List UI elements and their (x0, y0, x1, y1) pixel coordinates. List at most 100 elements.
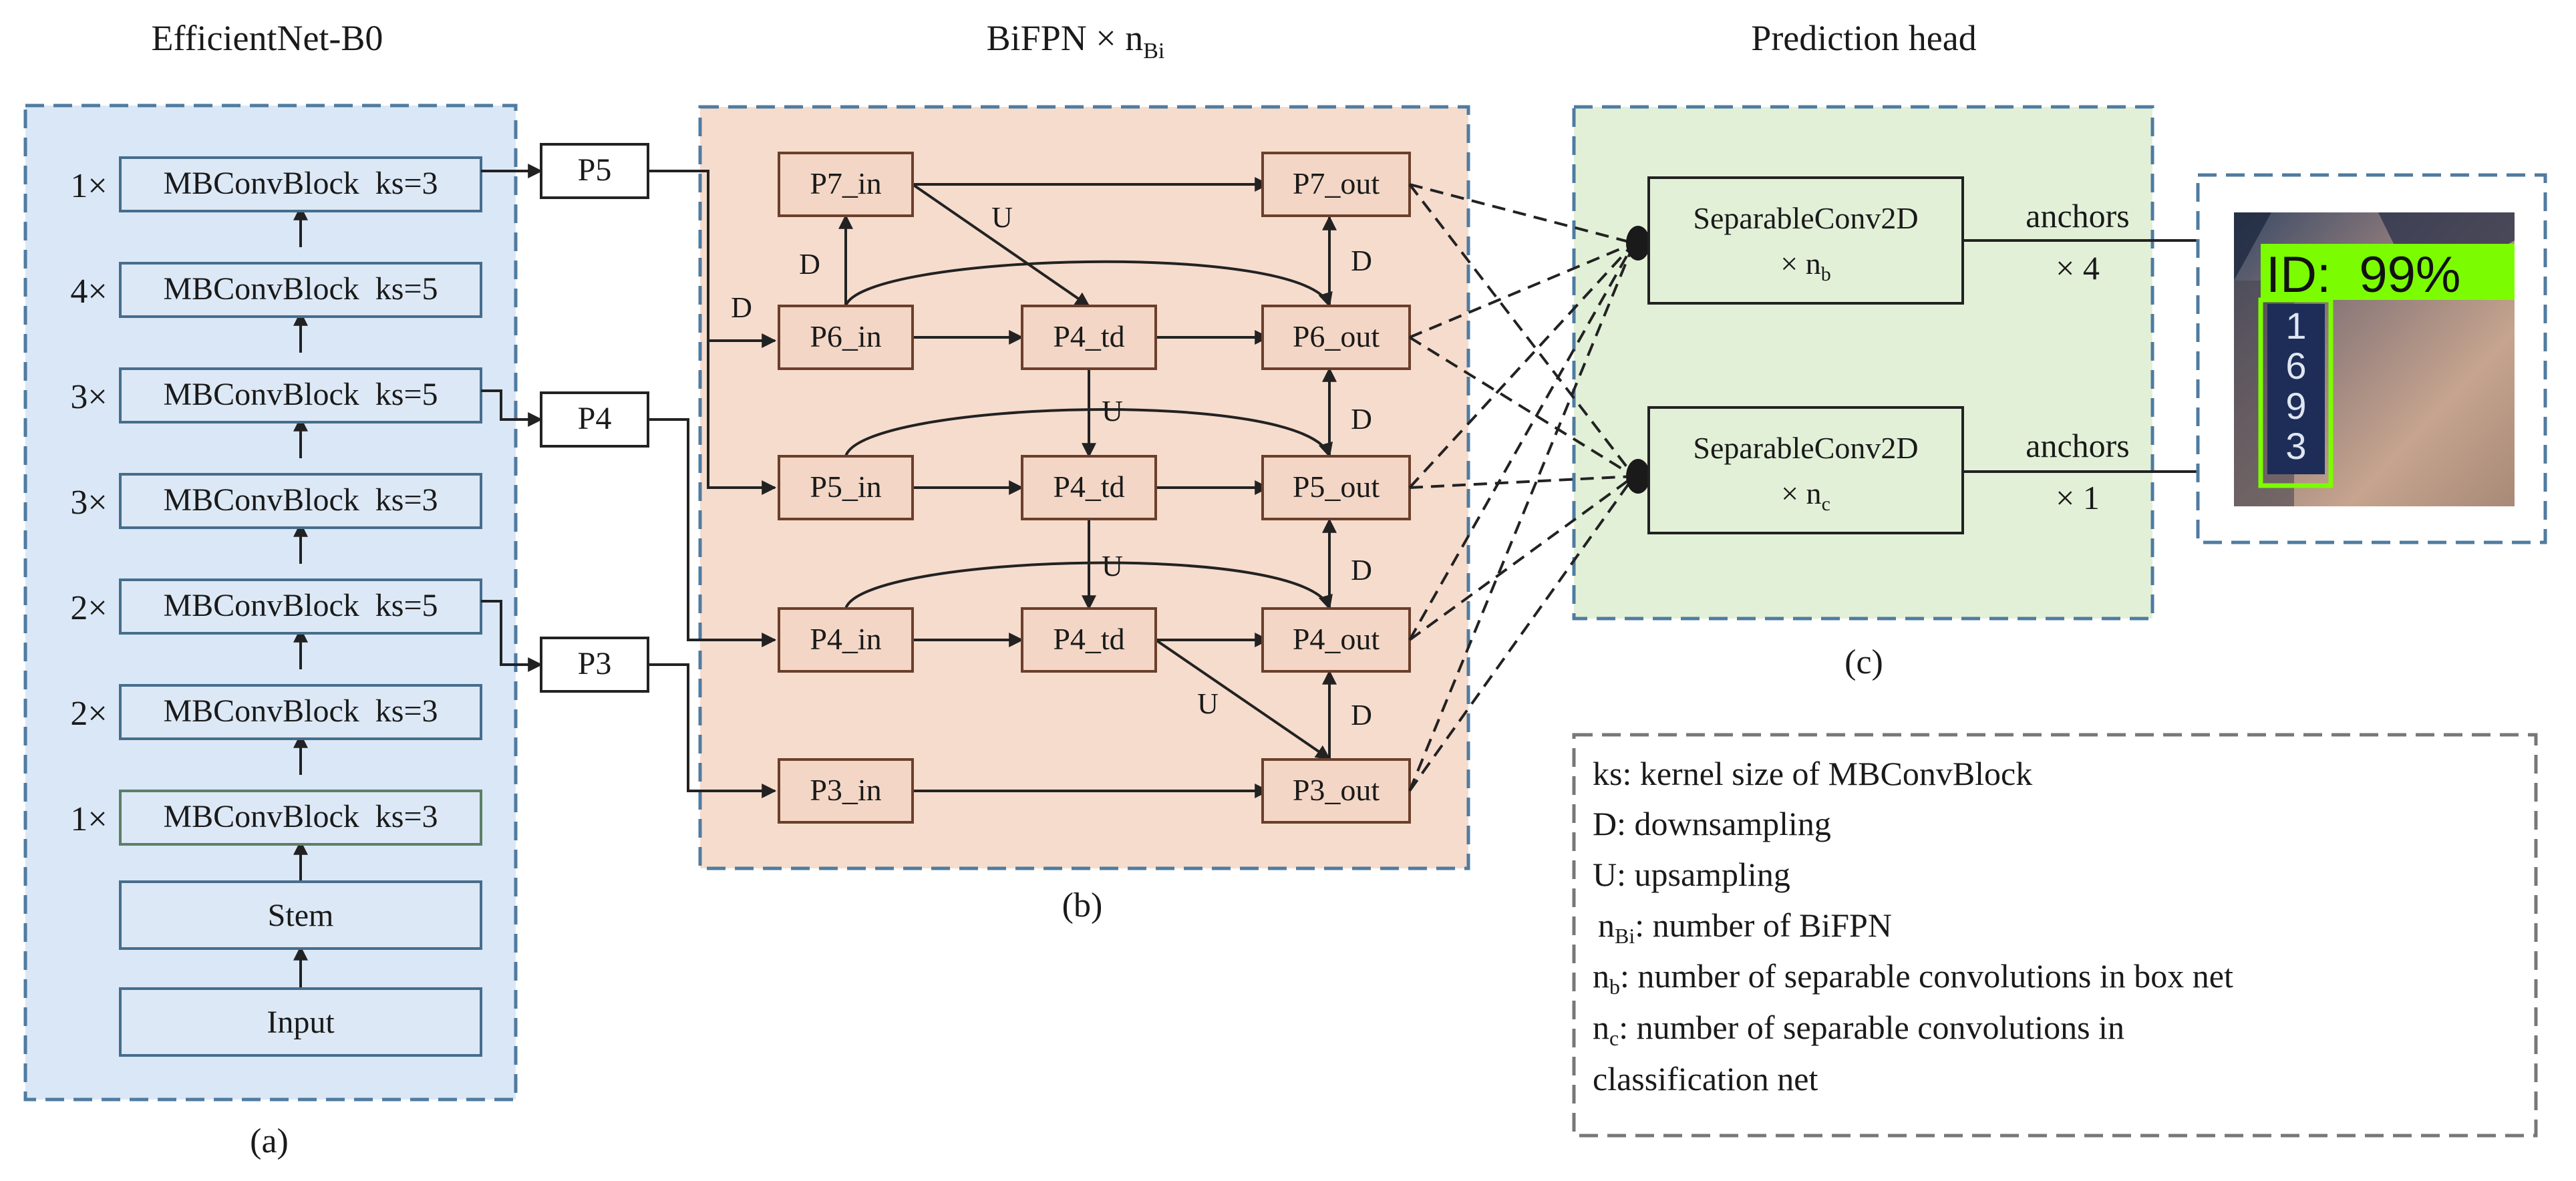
node-p3-out-label: P3_out (1293, 773, 1380, 807)
node-p6-in-label: P6_in (810, 319, 881, 353)
node-p5-out-label: P5_out (1293, 470, 1380, 504)
input-block (119, 987, 482, 1057)
bifpn-title: BiFPN × nBi (987, 18, 1165, 63)
detection-label: ID: 99% (2266, 246, 2460, 303)
input-label: Input (267, 1005, 335, 1040)
node-p5-in (778, 455, 914, 520)
mbconv-block (119, 473, 482, 529)
edge-label-d: D (1351, 554, 1372, 586)
backbone-title: EfficientNet-B0 (152, 18, 383, 58)
class-net-junction (1626, 459, 1650, 494)
bifpn-edges (838, 177, 1337, 798)
mbconv-block-label: MBConvBlock ks=3 (163, 166, 438, 201)
bifpn-edge-labels: D U U U U D D D D (799, 201, 1372, 731)
mbconv-block-label: MBConvBlock ks=5 (163, 377, 438, 412)
caption-a: (a) (250, 1122, 289, 1160)
box-anchors-count: × 4 (2056, 249, 2100, 287)
edge-label-d: D (1351, 244, 1372, 277)
bifpn-to-head-dashed-links (1408, 183, 1635, 792)
mbconv-block-label: MBConvBlock ks=3 (163, 799, 438, 834)
stem-label: Stem (268, 898, 334, 933)
bifpn-title-subscript: Bi (1143, 39, 1164, 63)
mbconv-block (119, 156, 482, 212)
node-p5-out (1261, 455, 1411, 520)
bifpn-input-arrows (648, 170, 777, 798)
box-net-block (1647, 176, 1964, 305)
p4-box (540, 391, 649, 448)
class-net-block (1647, 406, 1964, 534)
box-net-repeat: × nb (1780, 246, 1830, 285)
node-p4-out-label: P4_out (1293, 622, 1380, 656)
p3-label: P3 (578, 646, 612, 681)
mbconv-block-label: MBConvBlock ks=5 (163, 271, 438, 307)
box-net-junction (1626, 226, 1650, 261)
block-repeat: 3× (70, 378, 107, 416)
detection-image: ID: 99% 1 6 9 3 (2234, 212, 2515, 506)
mbconv-block (119, 262, 482, 318)
mbconv-block (119, 367, 482, 424)
class-net-repeat: × nc (1781, 476, 1830, 515)
node-td-6-label: P4_td (1053, 319, 1124, 353)
p4-label: P4 (578, 401, 612, 436)
legend-nbi-subscript: Bi (1615, 924, 1635, 948)
edge-label-d: D (1351, 403, 1372, 436)
edge-label-u: U (1197, 687, 1219, 720)
node-p5-in-label: P5_in (810, 470, 881, 504)
ear-tag (2267, 304, 2325, 474)
head-title: Prediction head (1751, 18, 1976, 58)
head-output-arrows (1963, 233, 2219, 479)
tag-digit: 3 (2285, 425, 2306, 467)
detection-label-bg (2261, 244, 2515, 300)
class-net-label: SeparableConv2D (1693, 431, 1918, 465)
node-p7-out-label: P7_out (1293, 166, 1380, 200)
p5-label: P5 (578, 152, 612, 188)
p-level-connectors (481, 164, 543, 672)
node-td-4 (1021, 607, 1157, 673)
mbconv-block-label: MBConvBlock ks=3 (163, 482, 438, 518)
legend: ks: kernel size of MBConvBlock D: downsa… (1572, 733, 2538, 1138)
node-p4-in-label: P4_in (810, 622, 881, 656)
node-p4-in (778, 607, 914, 673)
box-net-label: SeparableConv2D (1693, 201, 1918, 235)
tag-digit: 1 (2285, 305, 2306, 347)
mbconv-block (119, 578, 482, 635)
mbconv-block (119, 684, 482, 740)
caption-b: (b) (1062, 886, 1103, 924)
node-td-4-label: P4_td (1053, 622, 1124, 656)
class-anchors-label: anchors (2026, 427, 2130, 464)
legend-d: D: downsampling (1593, 805, 1831, 842)
block-repeat: 3× (70, 484, 107, 522)
block-repeat: 4× (70, 273, 107, 311)
node-p6-in (778, 305, 914, 370)
p3-box (540, 637, 649, 693)
box-anchors-label: anchors (2026, 197, 2130, 234)
block-repeat: 1× (70, 167, 107, 205)
node-p7-in-label: P7_in (810, 166, 881, 200)
bifpn-nodes: P7_in P6_in P5_in P4_in P3_in P4_td P4_t… (778, 152, 1411, 824)
mbconv-block-label: MBConvBlock ks=3 (163, 693, 438, 729)
caption-c: (c) (1844, 643, 1883, 681)
node-p7-in (778, 152, 914, 217)
block-repeat: 1× (70, 800, 107, 838)
node-td-6 (1021, 305, 1157, 370)
legend-nb-subscript: b (1609, 975, 1620, 999)
node-p3-in (778, 758, 914, 824)
legend-ks: ks: kernel size of MBConvBlock (1593, 755, 2032, 792)
node-td-5-label: P4_td (1053, 470, 1124, 504)
legend-u: U: upsampling (1593, 856, 1790, 893)
tag-digit: 6 (2285, 345, 2306, 387)
legend-nb: nb: number of separable convolutions in … (1593, 957, 2233, 999)
node-p6-out-label: P6_out (1293, 319, 1380, 353)
node-p7-out (1261, 152, 1411, 217)
node-p6-out (1261, 305, 1411, 370)
node-p3-in-label: P3_in (810, 773, 881, 807)
legend-box (1572, 733, 2538, 1138)
edge-label-u: U (1102, 395, 1123, 428)
legend-nc: nc: number of separable convolutions in (1593, 1009, 2124, 1050)
stem-block (119, 880, 482, 950)
class-net-repeat-subscript: c (1822, 493, 1830, 515)
photo-stripe (2234, 212, 2271, 281)
edge-label-u: U (1102, 550, 1123, 582)
legend-nc-subscript: c (1609, 1026, 1619, 1050)
